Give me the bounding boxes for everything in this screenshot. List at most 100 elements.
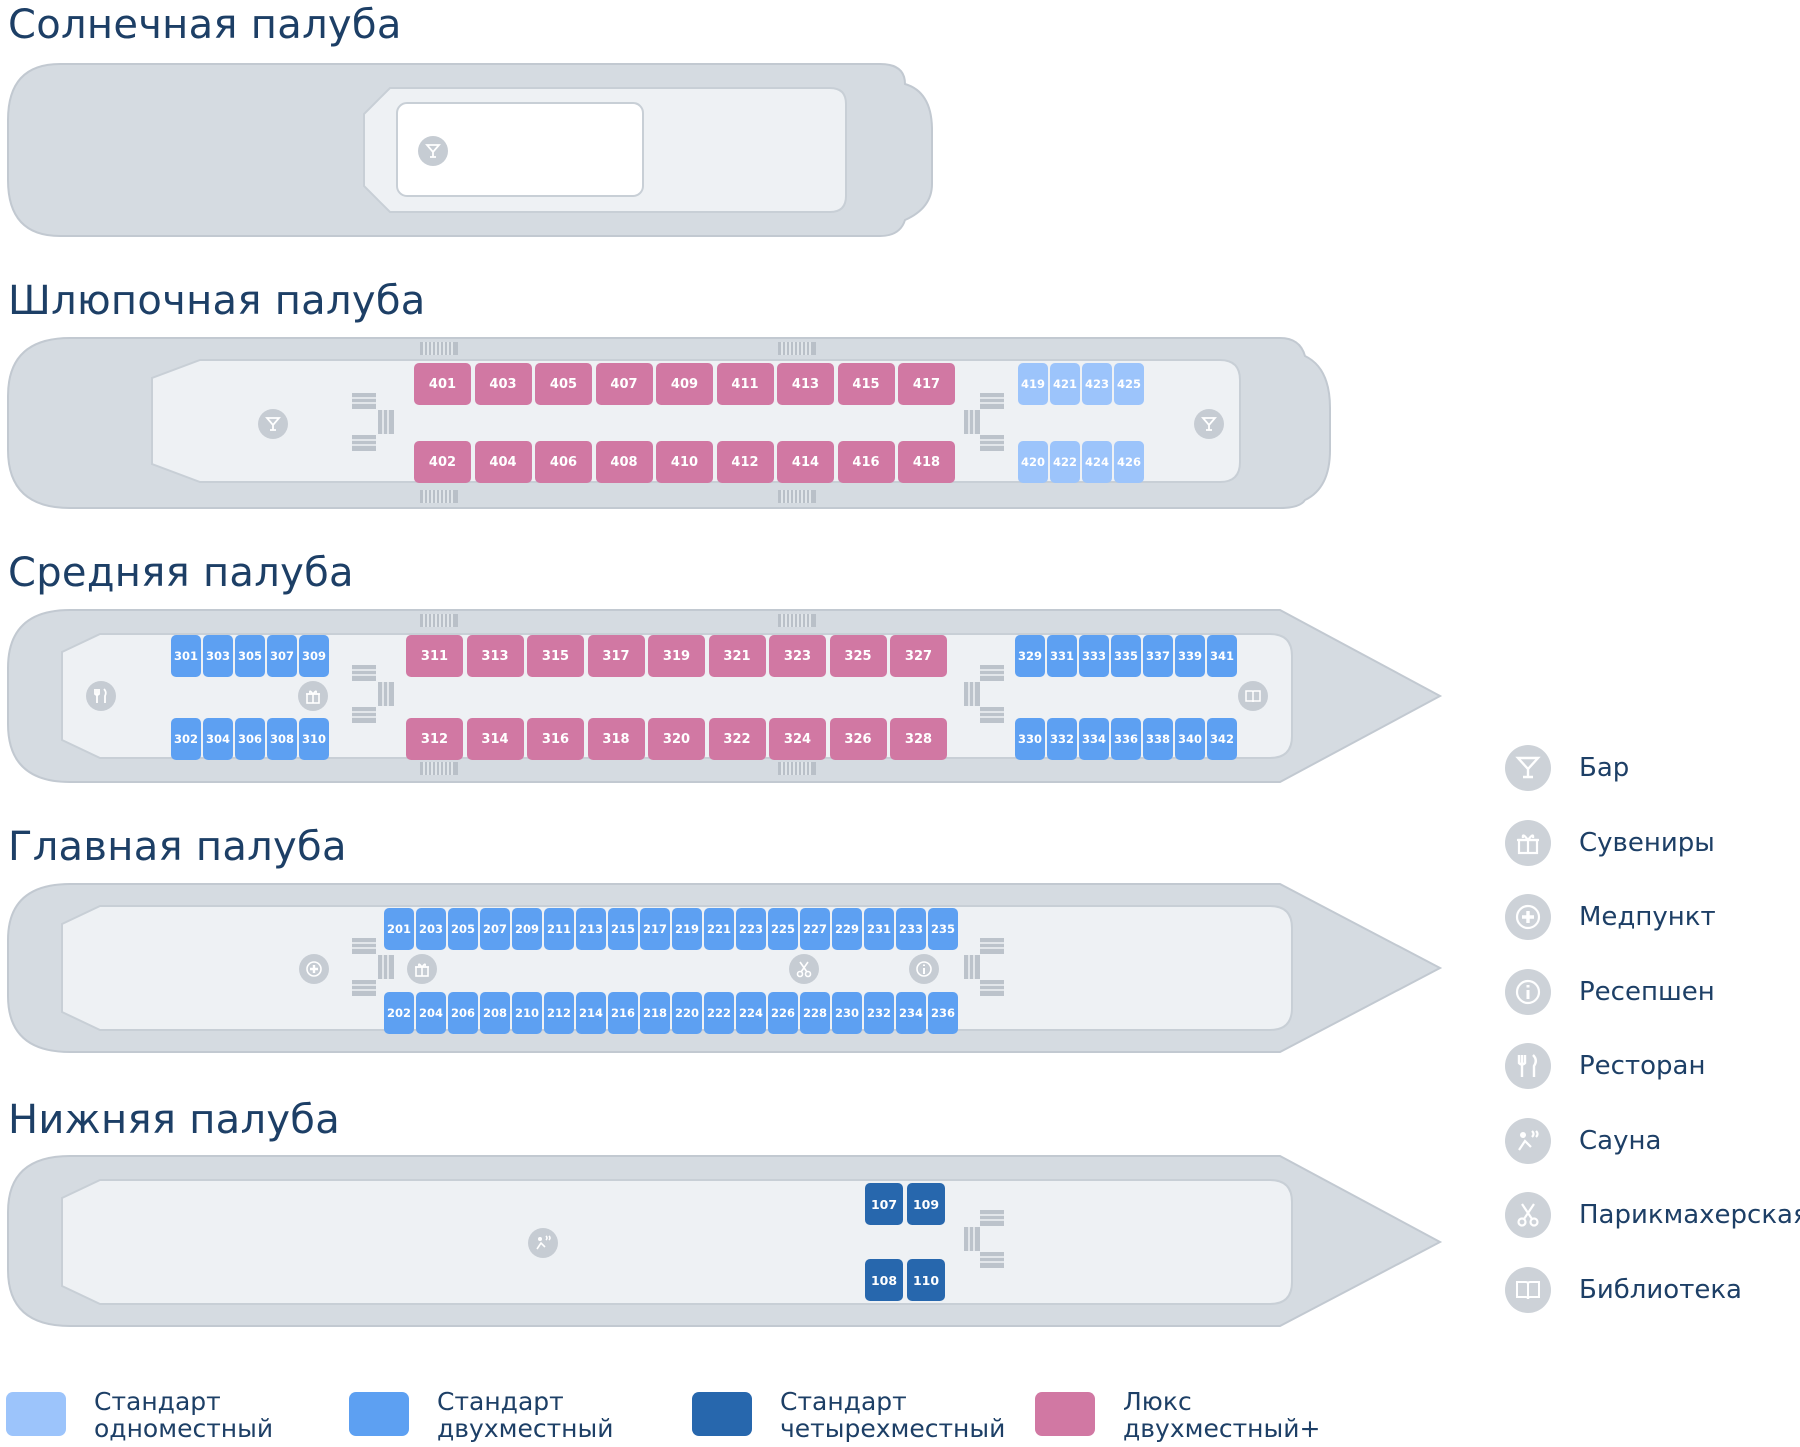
cabin-425[interactable]: 425 (1114, 363, 1144, 405)
cabin-411[interactable]: 411 (716, 363, 774, 405)
cabin-328[interactable]: 328 (890, 718, 947, 760)
cabin-231[interactable]: 231 (864, 908, 894, 950)
cabin-420[interactable]: 420 (1018, 441, 1048, 483)
cabin-221[interactable]: 221 (704, 908, 734, 950)
cabin-211[interactable]: 211 (544, 908, 574, 950)
cabin-229[interactable]: 229 (832, 908, 862, 950)
cabin-409[interactable]: 409 (656, 363, 713, 405)
cabin-212[interactable]: 212 (544, 992, 574, 1034)
cabin-404[interactable]: 404 (474, 441, 532, 483)
cabin-235[interactable]: 235 (928, 908, 958, 950)
cabin-204[interactable]: 204 (416, 992, 446, 1034)
cabin-326[interactable]: 326 (829, 718, 887, 760)
cabin-327[interactable]: 327 (890, 635, 947, 677)
cabin-311[interactable]: 311 (406, 635, 463, 677)
cabin-426[interactable]: 426 (1114, 441, 1144, 483)
cabin-224[interactable]: 224 (736, 992, 766, 1034)
cabin-335[interactable]: 335 (1111, 635, 1141, 677)
cabin-340[interactable]: 340 (1175, 718, 1205, 760)
cabin-236[interactable]: 236 (928, 992, 958, 1034)
cabin-403[interactable]: 403 (474, 363, 532, 405)
cabin-210[interactable]: 210 (512, 992, 542, 1034)
cabin-324[interactable]: 324 (769, 718, 826, 760)
cabin-418[interactable]: 418 (898, 441, 955, 483)
cabin-332[interactable]: 332 (1047, 718, 1077, 760)
cabin-419[interactable]: 419 (1018, 363, 1048, 405)
cabin-320[interactable]: 320 (648, 718, 705, 760)
cabin-207[interactable]: 207 (480, 908, 510, 950)
cabin-423[interactable]: 423 (1082, 363, 1112, 405)
cabin-304[interactable]: 304 (203, 718, 233, 760)
cabin-308[interactable]: 308 (267, 718, 297, 760)
cabin-216[interactable]: 216 (608, 992, 638, 1034)
cabin-303[interactable]: 303 (203, 635, 233, 677)
sauna-icon[interactable] (528, 1228, 558, 1258)
cabin-336[interactable]: 336 (1111, 718, 1141, 760)
cabin-412[interactable]: 412 (716, 441, 774, 483)
cabin-314[interactable]: 314 (466, 718, 524, 760)
cabin-329[interactable]: 329 (1015, 635, 1045, 677)
cabin-337[interactable]: 337 (1143, 635, 1173, 677)
scissors-icon[interactable] (789, 954, 819, 984)
cabin-305[interactable]: 305 (235, 635, 265, 677)
cabin-416[interactable]: 416 (837, 441, 895, 483)
cabin-413[interactable]: 413 (777, 363, 834, 405)
info-icon[interactable] (909, 954, 939, 984)
cabin-408[interactable]: 408 (595, 441, 653, 483)
bar-icon[interactable] (1194, 409, 1224, 439)
cabin-417[interactable]: 417 (898, 363, 955, 405)
cabin-222[interactable]: 222 (704, 992, 734, 1034)
cabin-307[interactable]: 307 (267, 635, 297, 677)
cabin-312[interactable]: 312 (406, 718, 463, 760)
cabin-228[interactable]: 228 (800, 992, 830, 1034)
book-icon[interactable] (1238, 681, 1268, 711)
bar-icon[interactable] (418, 136, 448, 166)
cabin-313[interactable]: 313 (466, 635, 524, 677)
cabin-424[interactable]: 424 (1082, 441, 1112, 483)
cabin-342[interactable]: 342 (1207, 718, 1237, 760)
cabin-421[interactable]: 421 (1050, 363, 1080, 405)
cabin-219[interactable]: 219 (672, 908, 702, 950)
cabin-414[interactable]: 414 (777, 441, 834, 483)
cabin-410[interactable]: 410 (656, 441, 713, 483)
cabin-233[interactable]: 233 (896, 908, 926, 950)
cabin-333[interactable]: 333 (1079, 635, 1109, 677)
cabin-225[interactable]: 225 (768, 908, 798, 950)
cabin-201[interactable]: 201 (384, 908, 414, 950)
cabin-321[interactable]: 321 (708, 635, 766, 677)
cabin-331[interactable]: 331 (1047, 635, 1077, 677)
cabin-220[interactable]: 220 (672, 992, 702, 1034)
cabin-205[interactable]: 205 (448, 908, 478, 950)
cabin-315[interactable]: 315 (527, 635, 584, 677)
cabin-401[interactable]: 401 (414, 363, 471, 405)
cabin-319[interactable]: 319 (648, 635, 705, 677)
cabin-234[interactable]: 234 (896, 992, 926, 1034)
cabin-227[interactable]: 227 (800, 908, 830, 950)
cabin-217[interactable]: 217 (640, 908, 670, 950)
cabin-323[interactable]: 323 (769, 635, 826, 677)
cabin-203[interactable]: 203 (416, 908, 446, 950)
cabin-108[interactable]: 108 (865, 1259, 903, 1301)
cabin-209[interactable]: 209 (512, 908, 542, 950)
cabin-202[interactable]: 202 (384, 992, 414, 1034)
cabin-407[interactable]: 407 (595, 363, 653, 405)
cabin-230[interactable]: 230 (832, 992, 862, 1034)
cabin-213[interactable]: 213 (576, 908, 606, 950)
cabin-218[interactable]: 218 (640, 992, 670, 1034)
cabin-109[interactable]: 109 (907, 1183, 945, 1225)
cabin-232[interactable]: 232 (864, 992, 894, 1034)
cabin-422[interactable]: 422 (1050, 441, 1080, 483)
medical-icon[interactable] (299, 954, 329, 984)
cabin-214[interactable]: 214 (576, 992, 606, 1034)
cabin-330[interactable]: 330 (1015, 718, 1045, 760)
cabin-405[interactable]: 405 (535, 363, 592, 405)
bar-icon[interactable] (258, 409, 288, 439)
cabin-110[interactable]: 110 (907, 1259, 945, 1301)
cabin-206[interactable]: 206 (448, 992, 478, 1034)
cabin-316[interactable]: 316 (527, 718, 584, 760)
cabin-341[interactable]: 341 (1207, 635, 1237, 677)
cabin-226[interactable]: 226 (768, 992, 798, 1034)
cabin-322[interactable]: 322 (708, 718, 766, 760)
cabin-302[interactable]: 302 (171, 718, 201, 760)
cabin-208[interactable]: 208 (480, 992, 510, 1034)
